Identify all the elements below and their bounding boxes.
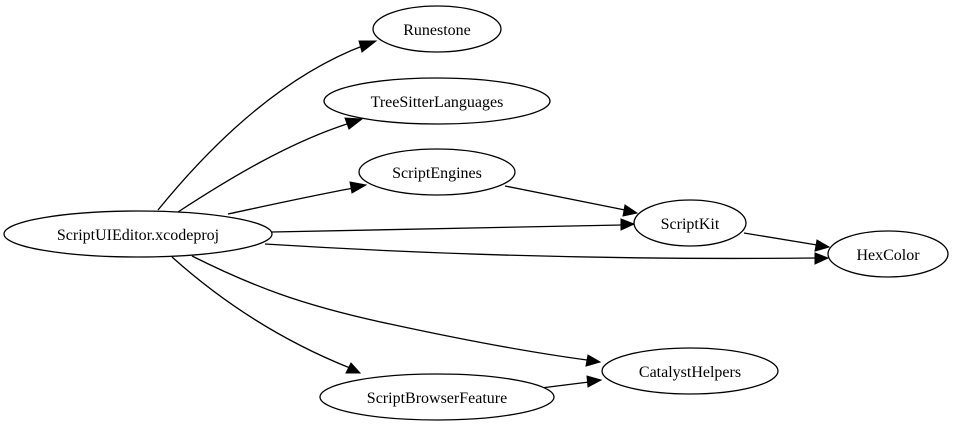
edge-browser-catalyst — [540, 375, 603, 389]
node-kit: ScriptKit — [633, 199, 747, 247]
node-label-runestone: Runestone — [403, 22, 471, 39]
edge-engines-kit — [504, 185, 639, 217]
edge-xcodeproj-engines — [227, 181, 368, 215]
node-engines: ScriptEngines — [358, 148, 516, 196]
edge-xcodeproj-kit — [271, 218, 636, 233]
node-xcodeproj: ScriptUIEditor.xcodeproj — [3, 210, 273, 258]
edge-xcodeproj-treesitter — [177, 117, 364, 213]
node-treesitter: TreeSitterLanguages — [323, 77, 551, 125]
node-label-hexcolor: HexColor — [856, 247, 920, 264]
node-label-catalyst: CatalystHelpers — [639, 364, 741, 381]
node-hexcolor: HexColor — [827, 230, 949, 278]
node-label-browser: ScriptBrowserFeature — [367, 390, 507, 407]
node-label-treesitter: TreeSitterLanguages — [371, 94, 504, 111]
node-label-engines: ScriptEngines — [392, 165, 482, 182]
edge-xcodeproj-browser — [171, 256, 362, 374]
edge-kit-hexcolor — [743, 232, 831, 252]
edge-xcodeproj-catalyst — [191, 255, 602, 367]
node-browser: ScriptBrowserFeature — [319, 373, 555, 421]
node-runestone: Runestone — [372, 5, 502, 53]
node-catalyst: CatalystHelpers — [601, 347, 779, 395]
node-label-xcodeproj: ScriptUIEditor.xcodeproj — [57, 227, 219, 244]
edge-xcodeproj-runestone — [157, 40, 378, 211]
node-label-kit: ScriptKit — [661, 216, 720, 233]
edge-xcodeproj-hexcolor — [264, 243, 830, 265]
